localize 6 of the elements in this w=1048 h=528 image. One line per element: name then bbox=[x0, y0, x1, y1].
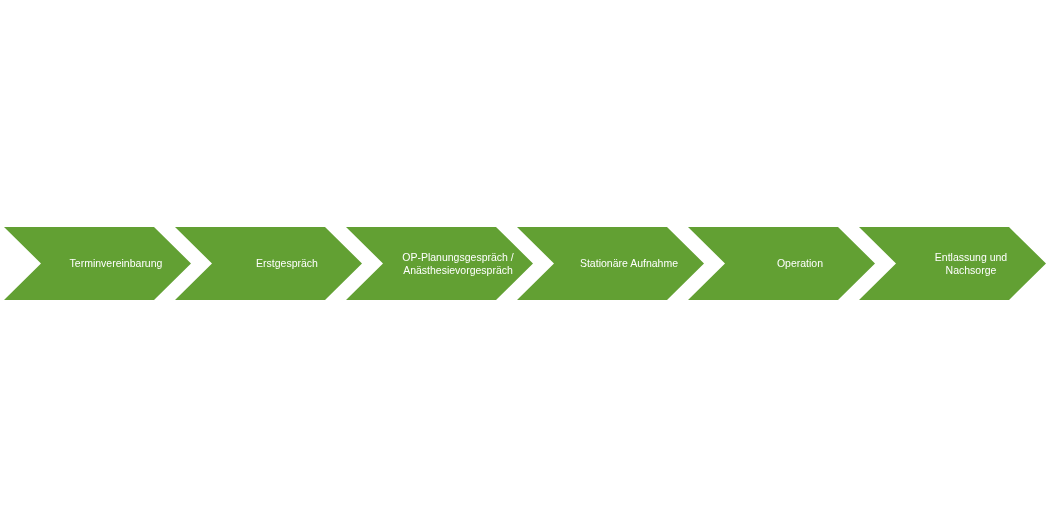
step-label: Terminvereinbarung bbox=[68, 257, 164, 270]
step-label: Entlassung und Nachsorge bbox=[933, 250, 1009, 277]
step-label: Erstgespräch bbox=[255, 257, 319, 270]
step-label: Stationäre Aufnahme bbox=[578, 257, 680, 270]
step-label: Operation bbox=[775, 257, 825, 270]
step-label: OP-Planungsgespräch / Anästhesievorgespräch bbox=[401, 250, 515, 277]
